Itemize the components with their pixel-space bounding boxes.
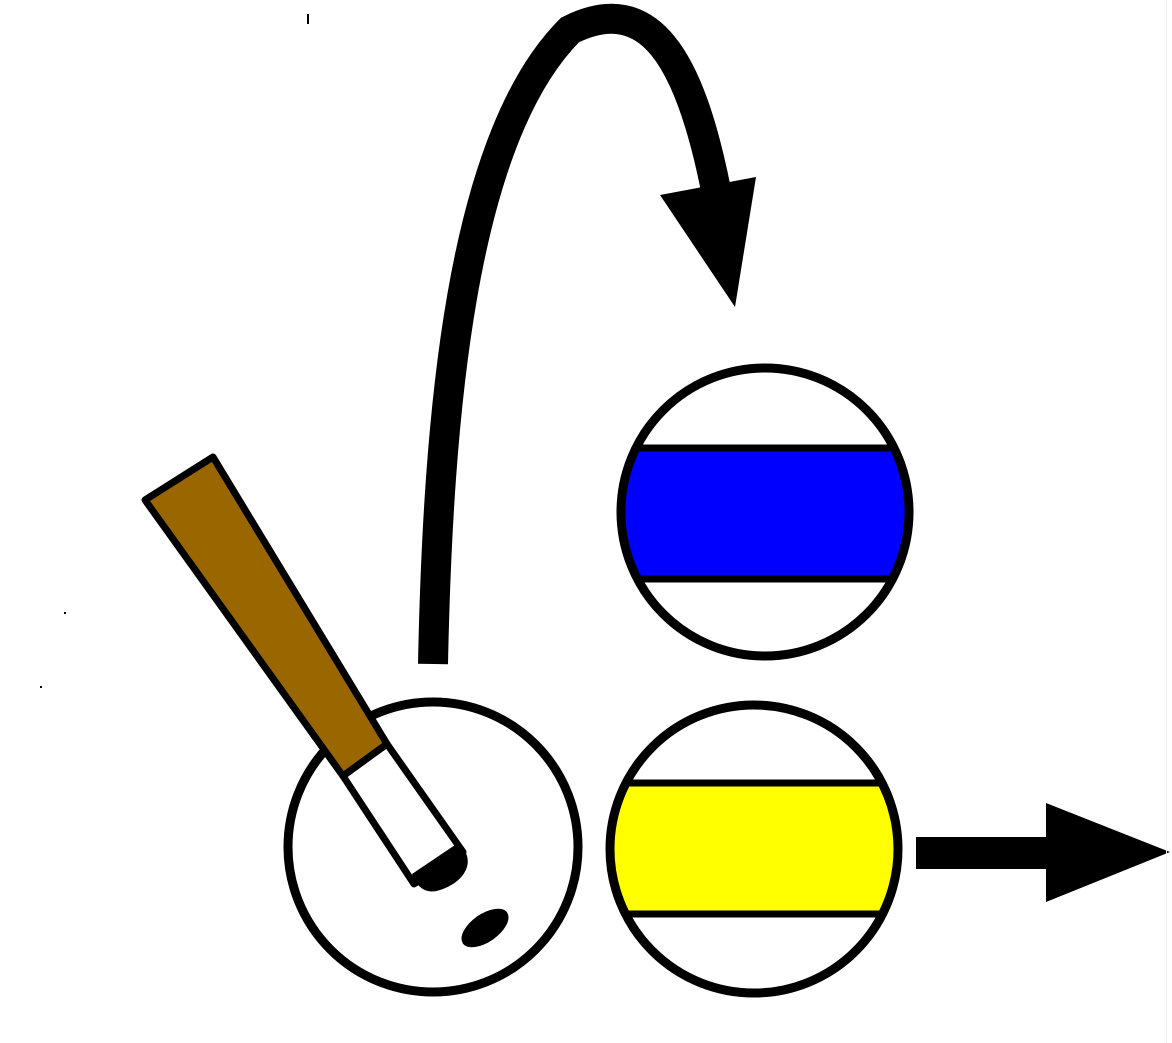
right-arrow-shaft <box>916 837 1050 869</box>
push-right-arrow <box>916 803 1170 902</box>
cue-stick-tip-end <box>412 843 468 892</box>
curved-arrow-shaft <box>418 3 731 665</box>
right-arrow-head <box>1046 803 1170 902</box>
blue-striped-ball <box>616 363 914 661</box>
stray-mark <box>1166 0 1167 1043</box>
cue-ball-spot <box>461 908 509 948</box>
jump-curved-arrow <box>418 3 756 665</box>
stray-mark <box>64 612 66 614</box>
yellow-ball-outline <box>605 700 903 998</box>
cue-stick-wood <box>141 453 391 780</box>
blue-stripe <box>621 444 909 583</box>
curved-arrow-head <box>660 177 756 307</box>
stray-marks <box>40 0 1167 1043</box>
cue-stick <box>141 453 468 892</box>
yellow-stripe <box>610 779 898 918</box>
stray-mark <box>307 14 309 24</box>
blue-ball-outline <box>616 363 914 661</box>
stray-mark <box>40 686 42 688</box>
yellow-striped-ball <box>605 700 903 998</box>
